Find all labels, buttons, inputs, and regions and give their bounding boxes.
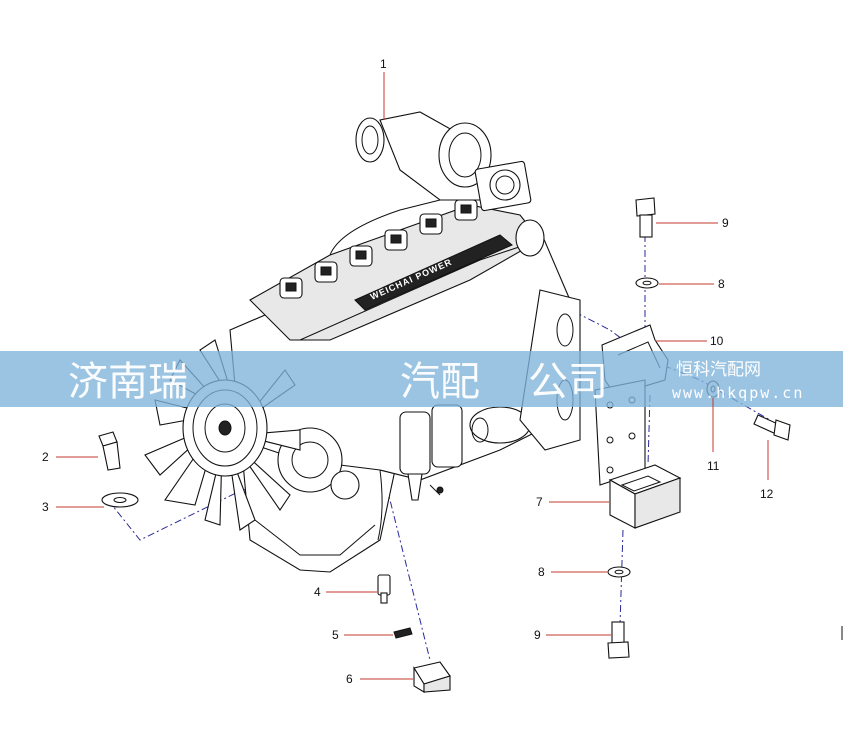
axis-bolt-bottom — [619, 529, 624, 626]
part-2-bolt — [98, 431, 121, 471]
part-3-washer — [101, 492, 139, 508]
callout-3: 3 — [42, 500, 49, 514]
callout-1: 1 — [380, 57, 387, 71]
part-turbocharger — [355, 111, 545, 257]
oil-filter — [431, 404, 463, 468]
watermark-brand: 恒科汽配网 — [676, 360, 761, 380]
watermark-url: www.hkqpw.cn — [672, 384, 804, 402]
watermark-company-left: 济南瑞 — [68, 359, 188, 405]
part-8-washer-bottom — [607, 566, 631, 578]
watermark-band — [0, 351, 843, 407]
fuel-filter — [399, 411, 431, 475]
callout-9-bottom: 9 — [534, 628, 541, 642]
callouts: 1 2 3 4 5 6 7 8 8 9 9 10 11 12 — [42, 57, 774, 686]
part-7-cushion — [608, 464, 682, 529]
callout-2: 2 — [42, 450, 49, 464]
callout-10: 10 — [710, 334, 724, 348]
callout-11: 11 — [707, 459, 720, 473]
brand-plate — [354, 234, 513, 311]
part-9-bolt-bottom — [607, 621, 630, 659]
callout-12: 12 — [760, 487, 774, 501]
callout-5: 5 — [332, 628, 339, 642]
callout-6: 6 — [346, 672, 353, 686]
part-9-bolt-top — [635, 197, 656, 238]
callout-8-bottom: 8 — [538, 565, 545, 579]
callout-4: 4 — [314, 585, 321, 599]
part-4-bolt — [377, 574, 391, 604]
part-8-washer-top — [635, 277, 659, 289]
engine-assembly: WEICHAI POWER — [229, 194, 581, 573]
watermark: 济南瑞 汽配 公司 恒科汽配网 www.hkqpw.cn — [0, 351, 843, 407]
callout-9-top: 9 — [722, 216, 729, 230]
part-6-mount-block — [413, 661, 451, 693]
watermark-company-mid: 汽配 — [400, 359, 480, 405]
part-5-washer — [393, 627, 413, 639]
watermark-company-right: 公司 — [528, 359, 608, 405]
cylinder-heads — [279, 199, 478, 299]
callout-8-top: 8 — [718, 277, 725, 291]
callout-7: 7 — [536, 495, 543, 509]
part-12-bolt — [753, 414, 791, 441]
